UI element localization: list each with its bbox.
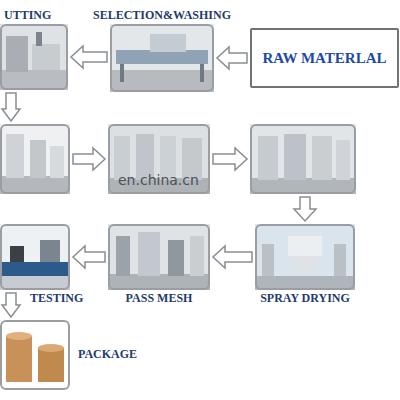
flow-arrow xyxy=(73,148,105,170)
flow-arrow xyxy=(213,148,247,170)
dryer-photo xyxy=(255,224,355,290)
step-label: SELECTION&WASHING xyxy=(93,9,231,22)
step-label: TESTING xyxy=(30,292,83,305)
washing-photo xyxy=(110,24,214,92)
flow-arrow xyxy=(294,197,316,221)
photo-box: UTTING xyxy=(0,24,68,90)
photo-box xyxy=(0,124,70,194)
lab-photo xyxy=(0,224,70,290)
flow-arrow xyxy=(71,46,107,68)
tank-photo xyxy=(108,124,210,194)
flow-arrow xyxy=(213,246,252,268)
concentrate-photo xyxy=(250,124,356,194)
flow-arrow xyxy=(217,47,247,69)
drum-photo xyxy=(0,320,70,390)
box-label: RAW MATERLAL xyxy=(256,46,392,71)
process-box: RAW MATERLAL xyxy=(250,28,399,88)
flow-arrow xyxy=(2,293,20,317)
photo-box: SELECTION&WASHING xyxy=(110,24,214,92)
photo-box: SPRAY DRYING xyxy=(255,224,355,290)
step-label: PASS MESH xyxy=(126,292,193,305)
photo-box xyxy=(250,124,356,194)
extraction-photo xyxy=(0,124,70,194)
photo-box: PACKAGE xyxy=(0,320,70,390)
photo-box: PASS MESH xyxy=(108,224,210,290)
step-label: PACKAGE xyxy=(78,348,137,361)
flow-arrow xyxy=(73,246,105,268)
photo-box: TESTING xyxy=(0,224,70,290)
step-label: UTTING xyxy=(4,9,51,22)
flow-arrow xyxy=(2,93,20,121)
watermark: en.china.cn xyxy=(118,172,199,188)
sieve-photo xyxy=(108,224,210,290)
cutting-photo xyxy=(0,24,68,90)
step-label: SPRAY DRYING xyxy=(260,292,350,305)
